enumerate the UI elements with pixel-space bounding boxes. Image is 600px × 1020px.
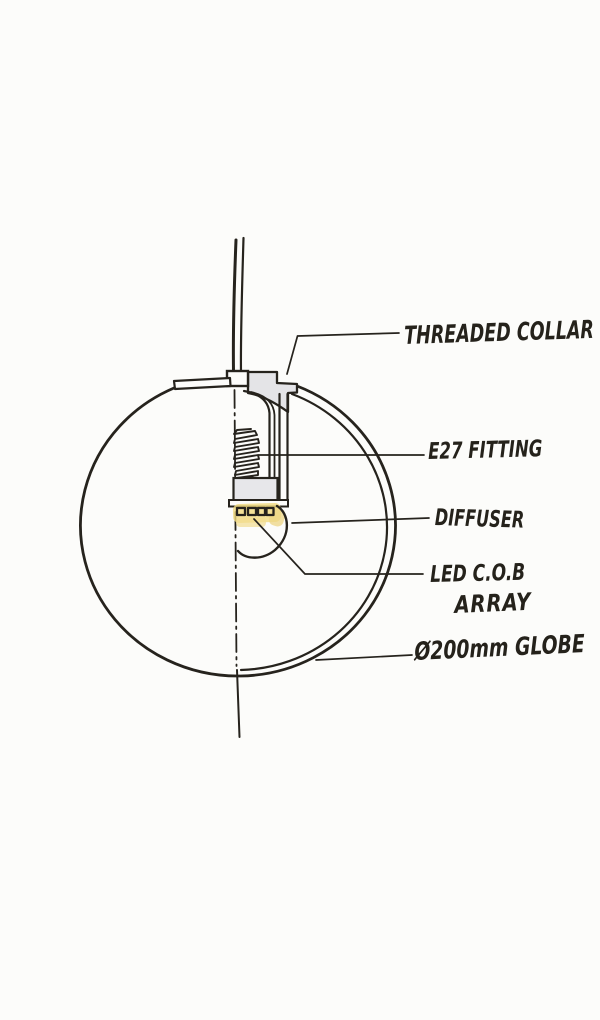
leader-lines (253, 332, 430, 661)
leader-line-threaded-collar (286, 332, 400, 375)
leader-line-led-cob (253, 518, 424, 575)
socket-cup (242, 389, 271, 480)
socket-cup (250, 391, 276, 479)
label-diffuser: DIFFUSER (434, 505, 525, 534)
pendant-cord (231, 236, 245, 375)
threaded-collar-assembly (172, 369, 299, 502)
label-e27-fitting: E27 FITTING (428, 436, 543, 465)
left-flange (172, 376, 232, 391)
leader-line-globe (315, 654, 413, 661)
holder-block (232, 476, 279, 503)
diffuser-dome (236, 504, 289, 559)
label-led-cob-line1: LED C.O.B (430, 559, 526, 588)
centerline (233, 389, 241, 738)
globe-outline (79, 384, 397, 678)
e27-threads (233, 428, 260, 479)
leader-line-diffuser (291, 517, 430, 524)
led-chips (235, 506, 275, 517)
label-led-cob-line2: ARRAY (454, 587, 532, 619)
